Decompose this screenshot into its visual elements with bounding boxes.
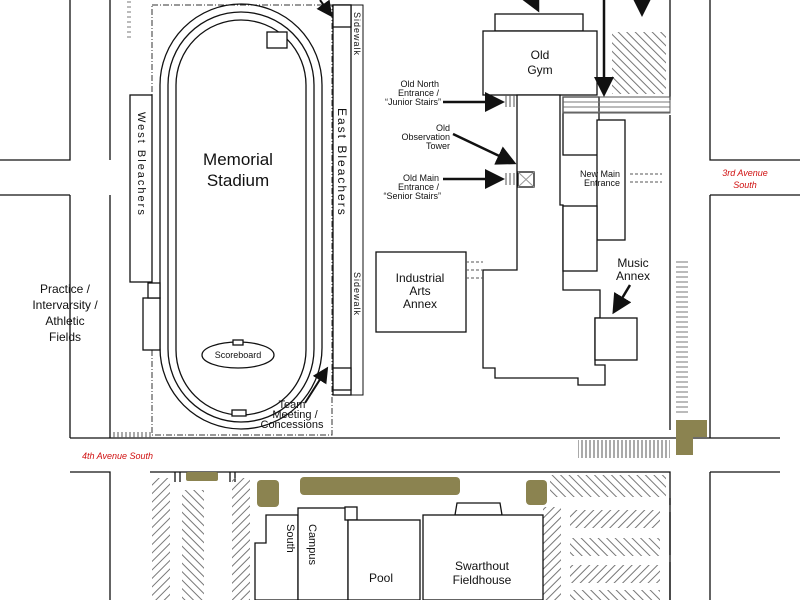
old-north-entrance-label: Old North [400,79,439,89]
svg-text:Entrance /: Entrance / [398,88,440,98]
music-annex-label: Music [617,256,648,270]
svg-text:“Senior Stairs”: “Senior Stairs” [383,191,441,201]
south-campus [297,507,349,600]
observation-tower-label: Old [436,123,450,133]
sidewalk-label-north: Sidewalk [352,12,362,56]
west-bleachers-label: West Bleachers [135,112,147,217]
swarthout-label-2: Fieldhouse [453,573,512,587]
svg-text:Concessions: Concessions [261,419,324,431]
third-avenue-label-2: South [733,180,757,190]
third-avenue-label: 3rd Avenue [722,168,768,178]
svg-text:Athletic: Athletic [45,314,84,328]
svg-text:Practice /: Practice / [40,282,91,296]
svg-text:Intervarsity /: Intervarsity / [32,298,98,312]
pool [347,519,421,600]
arrow-icon [316,0,333,18]
arrows [443,0,652,315]
old-gym-label-2: Gym [527,63,552,77]
scoreboard-label: Scoreboard [215,350,262,360]
memorial-stadium-label: Memorial [203,150,273,169]
svg-text:Fields: Fields [49,330,81,344]
svg-text:Team: Team [279,399,306,411]
svg-text:Entrance /: Entrance / [398,182,440,192]
fourth-avenue-label: 4th Avenue South [82,451,153,461]
arrow-icon [304,366,329,404]
south-campus-area [152,472,671,600]
east-bleachers-label: East Bleachers [335,108,349,217]
sidewalk-label-south: Sidewalk [352,272,362,316]
south-campus-label: South [284,524,296,553]
old-gym [482,30,598,96]
svg-text:“Junior Stairs”: “Junior Stairs” [385,97,441,107]
music-annex [594,317,638,361]
swarthout-label: Swarthout [455,559,510,573]
west-bleachers [129,94,153,283]
school-building [375,13,688,415]
industrial-arts-label-3: Annex [403,297,437,311]
memorial-stadium-label-2: Stadium [207,171,269,190]
pool-label: Pool [369,571,393,585]
team-meeting-label: Team Meeting / Concessions [261,399,324,431]
new-main-entrance-label: New Main [580,169,620,179]
south-campus-label-2: Campus [306,524,318,565]
practice-fields-label: Practice / Intervarsity / Athletic Field… [32,282,98,344]
landscaping [186,420,707,507]
small-structure [266,31,288,49]
old-main-entrance-label: Old Main [403,173,439,183]
swarthout-fieldhouse [422,514,544,600]
svg-text:Tower: Tower [426,141,450,151]
industrial-arts-annex [375,251,467,333]
industrial-arts-label: Industrial [396,271,445,285]
memorial-stadium [127,0,364,436]
music-annex-label-2: Annex [616,269,650,283]
svg-text:Entrance: Entrance [584,178,620,188]
industrial-arts-label-2: Arts [409,284,430,298]
svg-text:Meeting /: Meeting / [272,409,318,421]
old-gym-label: Old [531,48,550,62]
svg-text:Observation: Observation [401,132,450,142]
